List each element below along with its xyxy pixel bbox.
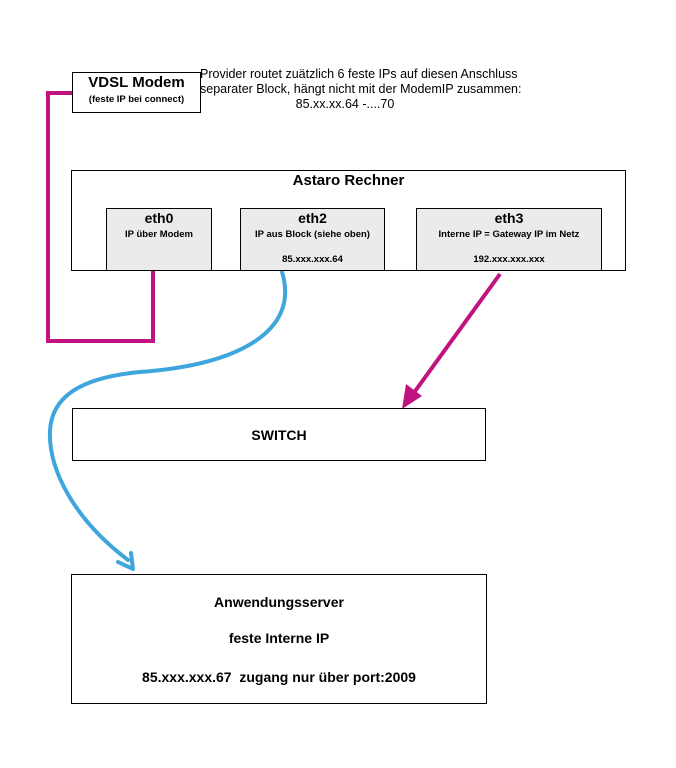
- astaro-title: Astaro Rechner: [292, 172, 405, 189]
- eth2-to-server-line: [47, 270, 288, 562]
- eth2-title: eth2: [298, 210, 327, 226]
- modem-to-eth0-line: [46, 91, 155, 343]
- provider-note-line2: separater Block, hängt nicht mit der Mod…: [200, 82, 522, 96]
- eth3-desc: Interne IP = Gateway IP im Netz: [438, 229, 580, 240]
- server-arrowhead: [116, 551, 135, 571]
- provider-note-line3: 85.xx.xx.64 -....70: [295, 97, 395, 111]
- provider-note: Provider routet zuätzlich 6 feste IPs au…: [200, 67, 522, 112]
- modem-subtitle: (feste IP bei connect): [88, 94, 185, 105]
- eth0-interface-box: eth0 IP über Modem: [106, 208, 212, 271]
- switch-box: SWITCH: [72, 408, 486, 461]
- modem-title: VDSL Modem: [88, 74, 185, 91]
- server-internal-ip-label: feste Interne IP: [228, 630, 330, 646]
- eth2-interface-box: eth2 IP aus Block (siehe oben) 85.xxx.xx…: [240, 208, 385, 271]
- application-server-box: Anwendungsserver feste Interne IP 85.xxx…: [71, 574, 487, 704]
- switch-label: SWITCH: [251, 427, 307, 443]
- eth3-interface-box: eth3 Interne IP = Gateway IP im Netz 192…: [416, 208, 602, 271]
- eth3-ip: 192.xxx.xxx.xxx: [473, 254, 545, 265]
- provider-note-line1: Provider routet zuätzlich 6 feste IPs au…: [200, 67, 518, 81]
- eth3-to-switch-line: [411, 272, 502, 396]
- eth2-desc: IP aus Block (siehe oben): [255, 229, 370, 240]
- server-title: Anwendungsserver: [214, 594, 344, 610]
- switch-arrowhead: [402, 384, 422, 409]
- eth2-ip: 85.xxx.xxx.64: [282, 254, 343, 265]
- eth3-title: eth3: [494, 210, 524, 226]
- eth0-title: eth0: [144, 210, 174, 226]
- vdsl-modem-box: VDSL Modem (feste IP bei connect): [72, 72, 201, 113]
- server-ip-port: 85.xxx.xxx.67 zugang nur über port:2009: [142, 669, 416, 685]
- eth0-desc: IP über Modem: [125, 229, 193, 240]
